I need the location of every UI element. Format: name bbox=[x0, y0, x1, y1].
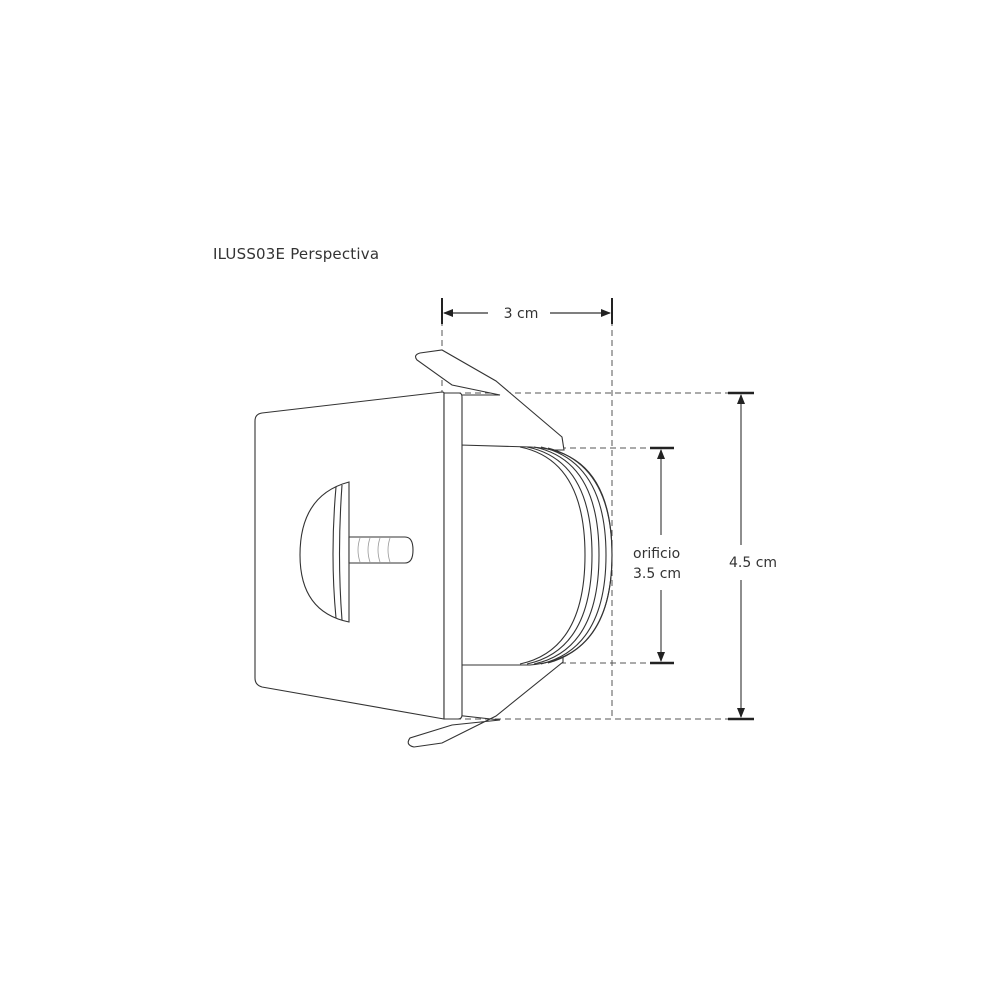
opening-label-line2: 3.5 cm bbox=[633, 566, 681, 582]
faceplate-edge bbox=[443, 392, 463, 720]
rear-housing bbox=[459, 444, 613, 666]
height-label: 4.5 cm bbox=[729, 555, 777, 571]
louvre-stem bbox=[348, 536, 414, 564]
louvre-dome bbox=[299, 481, 350, 623]
width-label: 3 cm bbox=[504, 306, 539, 322]
opening-label-line1: orificio bbox=[633, 546, 680, 562]
diagram-title: ILUSS03E Perspectiva bbox=[213, 245, 380, 263]
height-dimension bbox=[728, 391, 754, 721]
width-dimension bbox=[441, 298, 613, 324]
opening-dimension bbox=[650, 446, 674, 665]
luminaire-drawing bbox=[254, 349, 613, 748]
